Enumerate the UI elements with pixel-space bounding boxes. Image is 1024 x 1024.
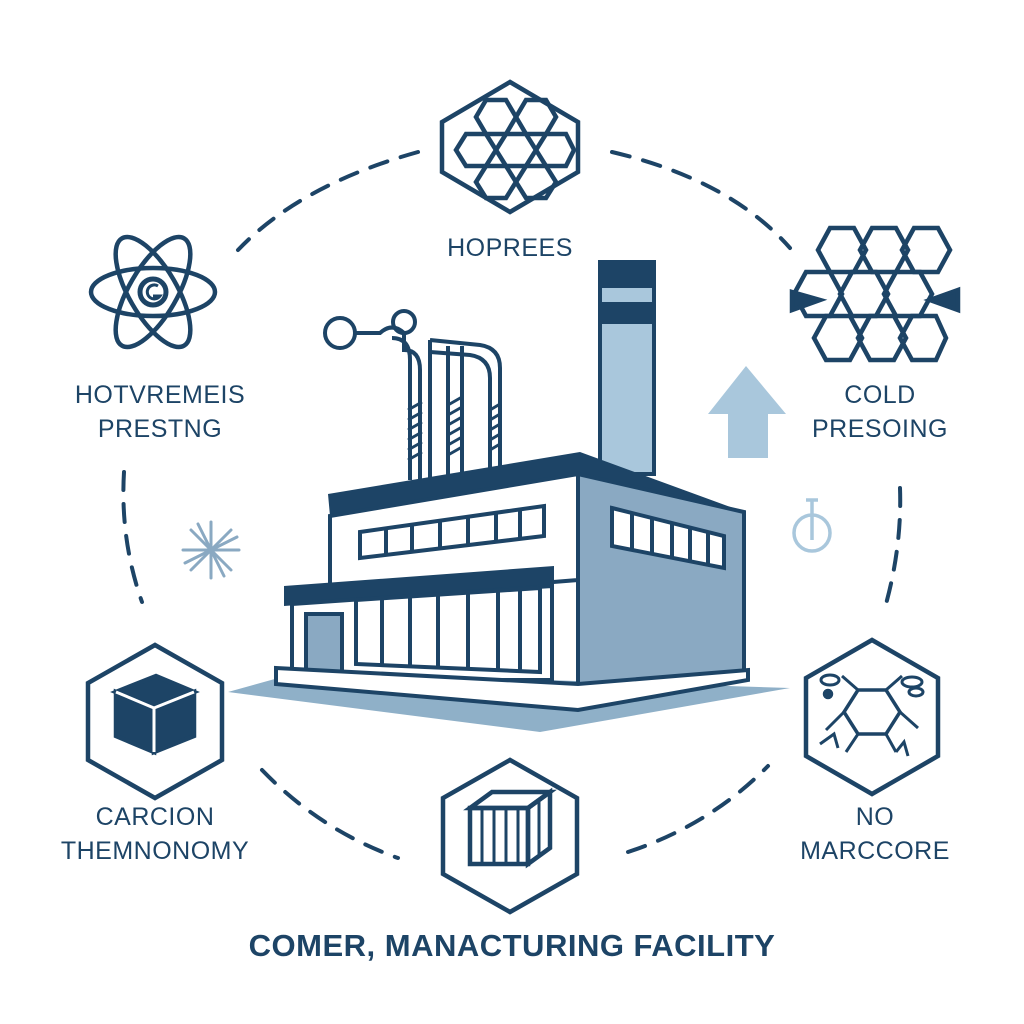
node-label-line: NO bbox=[855, 803, 895, 831]
cube-hexagon-icon bbox=[85, 642, 225, 801]
diagram-caption: COMER, MANACTURING FACILITY bbox=[248, 928, 776, 963]
up-arrow-icon bbox=[708, 366, 786, 458]
lower-glass-band bbox=[354, 585, 542, 675]
exhaust-pipes bbox=[323, 309, 502, 480]
side-window-band bbox=[610, 505, 726, 571]
upper-roof bbox=[328, 452, 744, 516]
node-label-line: PRESTNG bbox=[97, 415, 223, 443]
node-label-lower-right: NO MARCCORE bbox=[760, 800, 990, 868]
entrance-door bbox=[304, 612, 344, 674]
upper-window-band bbox=[358, 503, 546, 561]
node-label-line: THEMNONOMY bbox=[60, 837, 250, 865]
striped-cube-hexagon-icon bbox=[440, 757, 580, 915]
power-symbol-icon bbox=[792, 498, 832, 553]
factory-building-icon bbox=[228, 260, 790, 732]
upper-side-wall bbox=[576, 471, 746, 693]
node-label-line: MARCCORE bbox=[800, 837, 950, 865]
node-label-line: PRESOING bbox=[812, 415, 948, 443]
node-label-line: HOPREES bbox=[447, 234, 573, 262]
atom-icon bbox=[88, 234, 218, 350]
node-label-lower-left: CARCION THEMNONOMY bbox=[40, 800, 270, 868]
node-label-upper-left: HOTVREMEIS PRESTNG bbox=[40, 378, 280, 446]
node-label-line: COLD bbox=[844, 381, 916, 409]
honeycomb-lattice-icon bbox=[789, 225, 961, 363]
sparkle-icon bbox=[181, 520, 241, 580]
lower-roof bbox=[284, 566, 554, 606]
node-label-upper-right: COLD PRESOING bbox=[760, 378, 1000, 446]
node-label-line: CARCION bbox=[95, 803, 215, 831]
dashed-ring bbox=[121, 150, 903, 860]
honeycomb-hexagon-icon bbox=[439, 79, 581, 215]
pipe-coils bbox=[407, 395, 501, 462]
foundation bbox=[274, 665, 750, 713]
smokestack bbox=[598, 260, 656, 476]
node-label-line: HOTVREMEIS bbox=[74, 381, 246, 409]
molecular-structure-hexagon-icon bbox=[803, 637, 941, 797]
node-label-top: HOPREES bbox=[410, 231, 610, 265]
